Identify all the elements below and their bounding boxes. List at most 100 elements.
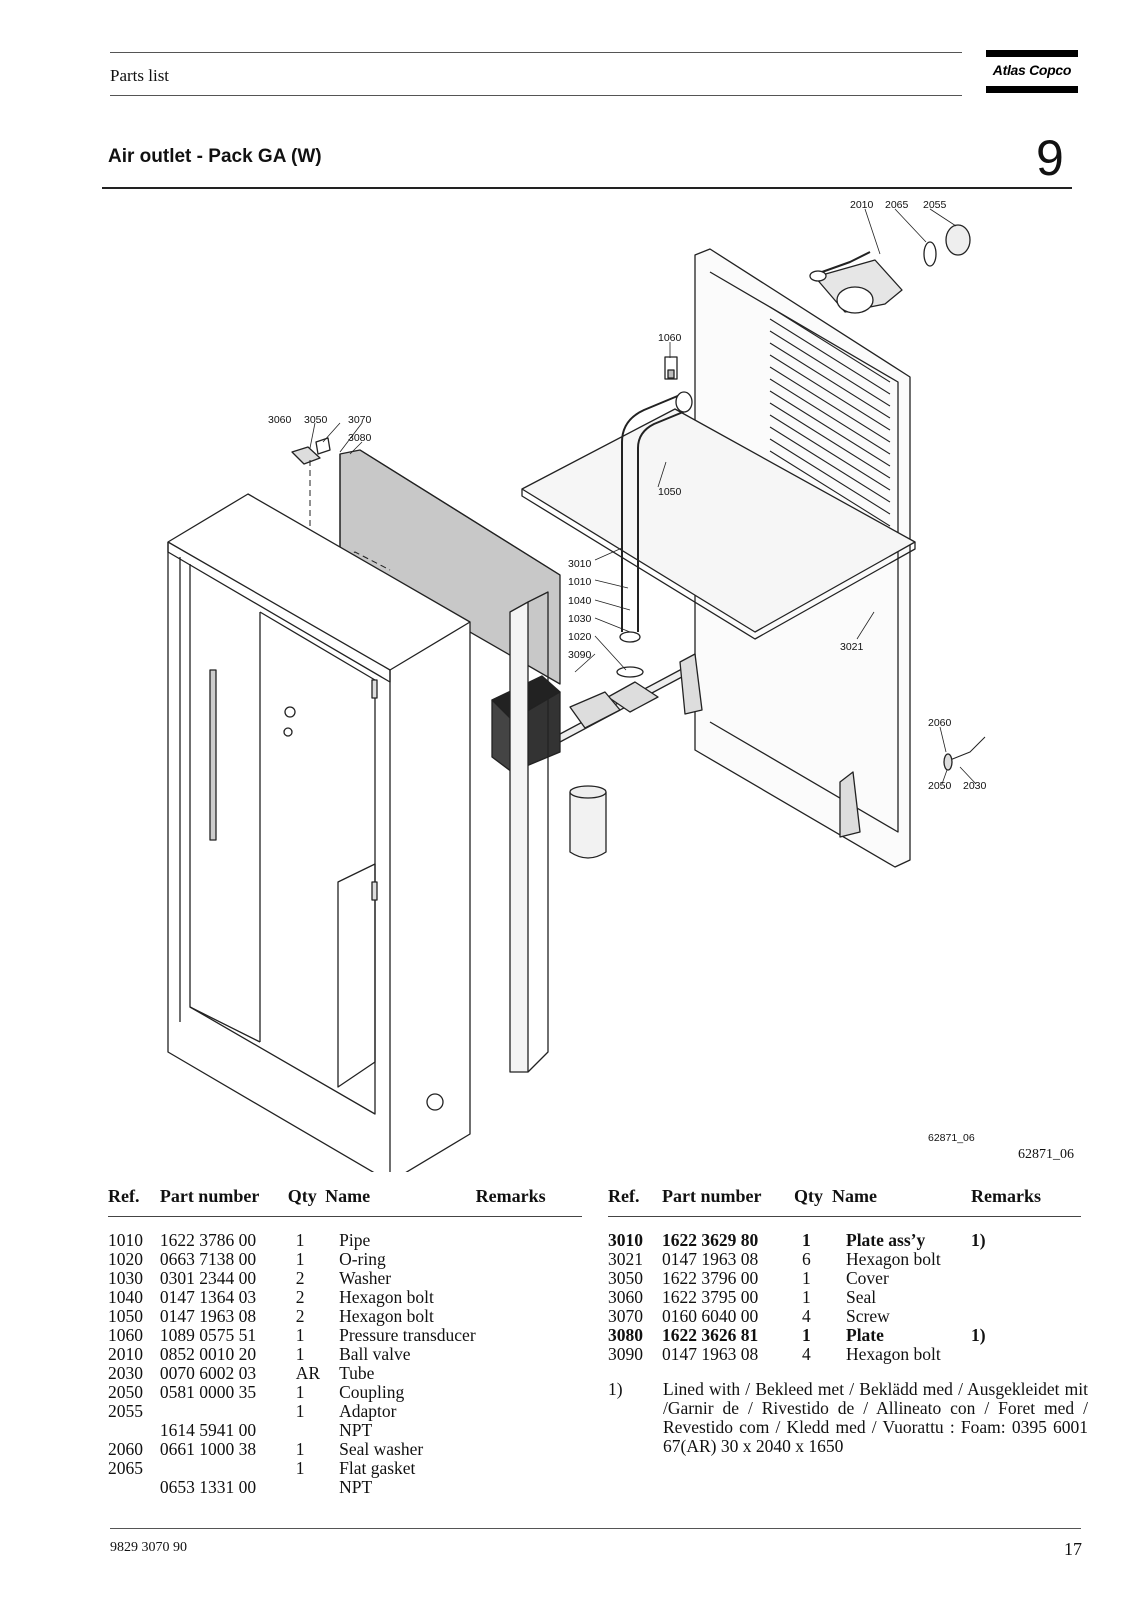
svg-text:2030: 2030: [963, 780, 987, 792]
cell-remarks: [476, 1364, 582, 1383]
col-part-number-header: Part number: [159, 1186, 288, 1217]
cell-part-number: 1614 5941 00: [159, 1420, 257, 1440]
title-rule: [102, 187, 1072, 189]
cell-qty: 1: [295, 1344, 305, 1364]
cell-remarks: [476, 1478, 582, 1497]
cell-qty: 1: [802, 1325, 811, 1345]
col-remarks-header: Remarks: [971, 1186, 1081, 1217]
cell-name: NPT: [339, 1420, 373, 1440]
cell-ref: 1060: [108, 1325, 143, 1345]
svg-text:3010: 3010: [568, 558, 592, 570]
cell-part-number: 0147 1963 08: [662, 1344, 759, 1364]
svg-text:3070: 3070: [348, 414, 372, 426]
cell-qty: 2: [295, 1287, 305, 1307]
cell-qty: AR: [295, 1363, 321, 1383]
cell-part-number: 0147 1364 03: [159, 1287, 257, 1307]
cell-name: Hexagon bolt: [339, 1287, 434, 1307]
svg-text:2010: 2010: [850, 199, 874, 211]
cell-remarks: [971, 1307, 1081, 1326]
svg-text:2060: 2060: [928, 717, 952, 729]
svg-text:1050: 1050: [658, 486, 682, 498]
cell-name: Pipe: [339, 1230, 371, 1250]
cell-ref: 3090: [608, 1344, 643, 1364]
col-ref-header: Ref.: [108, 1186, 160, 1217]
cell-part-number: 0852 0010 20: [159, 1344, 257, 1364]
footnote-mark: 1): [608, 1379, 623, 1399]
cell-ref: 1040: [108, 1287, 143, 1307]
svg-text:1010: 1010: [568, 576, 592, 588]
cell-part-number: 0581 0000 35: [159, 1382, 257, 1402]
cell-qty: 1: [295, 1382, 305, 1402]
svg-text:2065: 2065: [885, 199, 909, 211]
cell-remarks: [476, 1307, 582, 1326]
cell-remarks: [476, 1326, 582, 1345]
cell-remarks: [476, 1231, 582, 1250]
cell-ref: 1020: [108, 1249, 143, 1269]
cell-qty: 2: [295, 1268, 305, 1288]
table-row: 1614 5941 00 NPT: [108, 1421, 582, 1440]
cell-name: Washer: [339, 1268, 392, 1288]
cell-part-number: [160, 1402, 288, 1421]
cell-ref: 1010: [108, 1230, 143, 1250]
table-row: 1040 0147 1364 03 2 Hexagon bolt: [108, 1288, 582, 1307]
cell-ref: 2065: [108, 1458, 143, 1478]
cell-qty: 2: [295, 1306, 305, 1326]
col-ref-header: Ref.: [608, 1186, 662, 1217]
cell-part-number: 0661 1000 38: [159, 1439, 257, 1459]
cell-remarks: 1): [971, 1325, 986, 1345]
svg-text:3060: 3060: [268, 414, 292, 426]
cell-part-number: 0653 1331 00: [159, 1477, 257, 1497]
table-header-row: Ref. Part number Qty Name Remarks: [608, 1186, 1081, 1217]
cell-name: Plate ass’y: [846, 1230, 926, 1250]
cell-name: Hexagon bolt: [339, 1306, 434, 1326]
cell-name: NPT: [339, 1477, 373, 1497]
cell-part-number: 1622 3626 81: [662, 1325, 759, 1345]
cell-remarks: [476, 1269, 582, 1288]
col-name-header: Name: [325, 1186, 476, 1217]
cell-name: Hexagon bolt: [846, 1249, 941, 1269]
svg-text:2055: 2055: [923, 199, 947, 211]
col-part-number-header: Part number: [662, 1186, 794, 1217]
cell-qty: 4: [802, 1344, 811, 1364]
cell-qty: 1: [295, 1439, 305, 1459]
header-top-rule: [110, 52, 962, 53]
cell-part-number: 1622 3629 80: [662, 1230, 759, 1250]
drawing-reference: 62871_06: [1018, 1147, 1074, 1162]
cell-remarks: [476, 1459, 582, 1478]
cell-remarks: [971, 1269, 1081, 1288]
cell-qty: 1: [802, 1230, 811, 1250]
cell-ref: 1030: [108, 1268, 143, 1288]
cell-qty: 1: [295, 1230, 305, 1250]
svg-text:2050: 2050: [928, 780, 952, 792]
exploded-parts-drawing: 2010 2065 2055 1060 3060 3050 3070 3080 …: [167, 199, 987, 1172]
svg-text:1030: 1030: [568, 613, 592, 625]
cell-ref: [108, 1478, 160, 1497]
cell-ref: 3080: [608, 1325, 643, 1345]
cell-part-number: 0663 7138 00: [159, 1249, 257, 1269]
cell-part-number: 0301 2344 00: [159, 1268, 257, 1288]
cell-remarks: [971, 1250, 1081, 1269]
cell-ref: 3010: [608, 1230, 643, 1250]
svg-text:3021: 3021: [840, 641, 864, 653]
document-number: 9829 3070 90: [110, 1540, 187, 1555]
svg-text:1060: 1060: [658, 332, 682, 344]
cell-qty: 6: [802, 1249, 811, 1269]
col-qty-header: Qty: [794, 1186, 832, 1217]
cell-name: Plate: [846, 1325, 884, 1345]
table-spacer: [608, 1217, 1081, 1232]
cell-part-number: 1622 3796 00: [662, 1268, 759, 1288]
cell-qty: 1: [295, 1458, 305, 1478]
cell-remarks: [476, 1421, 582, 1440]
cell-ref: 3060: [608, 1287, 643, 1307]
